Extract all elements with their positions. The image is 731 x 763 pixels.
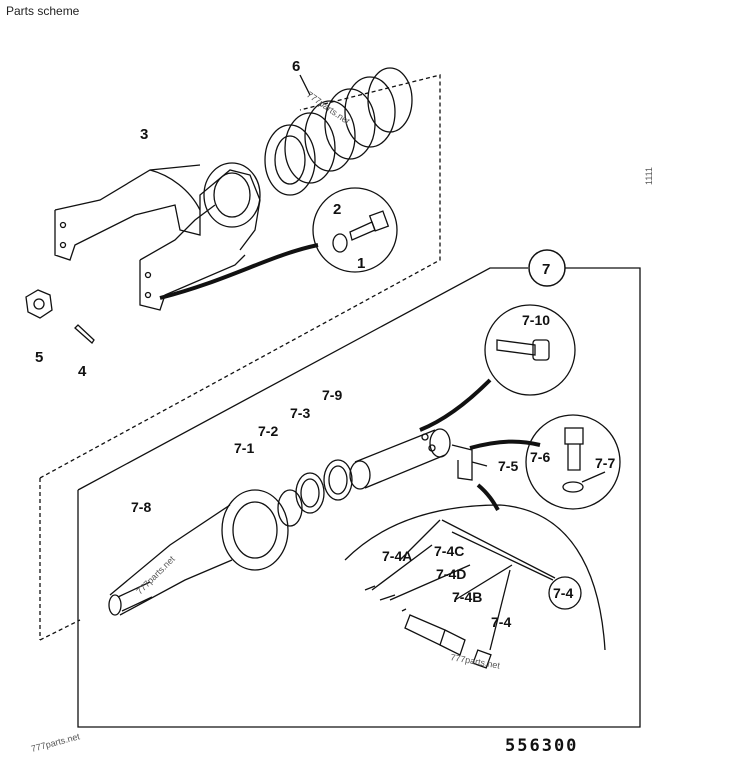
label-7-4B: 7-4B [452, 589, 482, 605]
bracket-part-7-5 [451, 439, 541, 512]
label-7-6: 7-6 [530, 449, 550, 465]
label-7-4A: 7-4A [382, 548, 412, 564]
ring-part-7-1 [277, 489, 303, 527]
label-7-4D: 7-4D [436, 566, 466, 582]
detail-circle-bolt-7-6-washer-7-7 [525, 414, 621, 510]
side-code: 1111 [644, 167, 654, 185]
watermark: 777parts.net [134, 554, 177, 597]
split-pin-part-4 [74, 324, 95, 344]
grease-valve-detail-7-4 [344, 504, 606, 669]
ring-part-7-2 [295, 472, 325, 514]
label-7-1: 7-1 [234, 440, 254, 456]
group-7-frame [77, 267, 641, 728]
label-3: 3 [140, 126, 148, 143]
page-title: Parts scheme [6, 4, 80, 18]
label-7: 7 [542, 261, 550, 278]
group-7-circle [528, 249, 566, 287]
label-2: 2 [333, 201, 341, 218]
castle-nut-part-5 [25, 289, 53, 319]
label-7-9: 7-9 [322, 387, 342, 403]
label-4: 4 [78, 363, 87, 380]
label-7-3: 7-3 [290, 405, 310, 421]
label-7-2: 7-2 [258, 423, 278, 439]
yoke-part-3 [54, 162, 261, 311]
label-7-10: 7-10 [522, 312, 550, 328]
detail-circle-bolt-7-10 [419, 304, 576, 432]
label-7-5: 7-5 [498, 458, 518, 474]
label-7-8: 7-8 [131, 499, 151, 515]
shaft-part-7-8 [108, 489, 289, 616]
label-7-4-circle: 7-4 [553, 585, 573, 601]
label-5: 5 [35, 349, 43, 366]
watermark: 777parts.net [30, 731, 81, 754]
label-7-4: 7-4 [491, 614, 511, 630]
drawing-number: 556300 [505, 736, 578, 756]
detail-circle-bolt-washer [159, 187, 398, 300]
label-7-4C: 7-4C [434, 543, 464, 559]
spring-part-6 [264, 67, 413, 196]
label-7-7: 7-7 [595, 455, 615, 471]
frame-dashed-outline [39, 74, 441, 640]
pin-part-7-9 [349, 428, 451, 490]
label-6: 6 [292, 58, 300, 75]
ring-part-7-3 [323, 459, 353, 501]
label-1: 1 [357, 255, 365, 272]
